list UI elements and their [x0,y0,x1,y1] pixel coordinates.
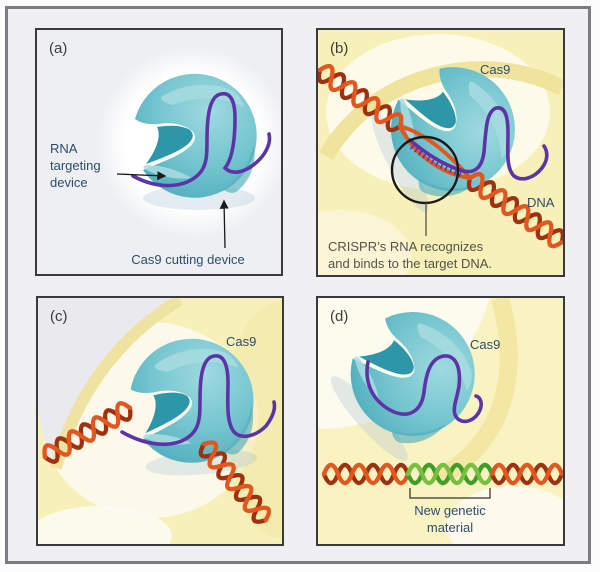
new-material-line1: New genetic [414,503,486,518]
cell-membrane [319,61,563,161]
panel-letter: (c) [50,308,68,325]
cell-region2 [38,506,172,544]
guide-rna [365,354,484,424]
new-material-label: New genetic material [380,502,520,536]
rna-arrow [116,171,167,181]
cell-region2 [447,486,563,544]
guide-rna [131,92,272,188]
panel-letter: (d) [330,308,349,325]
panel-b: (b) Cas9 DNA CRISPR’s RNA recognizes and… [316,28,565,277]
binding-caption: CRISPR’s RNA recognizes and binds to the… [328,239,548,272]
rna-targeting-label: RNA targeting device [50,140,101,191]
panel-b-illustration [318,34,563,275]
target-site-circle [390,135,460,205]
cell-region2 [318,210,412,275]
outside-cell-corner [38,298,178,468]
panel-d-illustration [318,298,563,544]
cas9-label: Cas9 [226,334,257,349]
panel-c-illustration [38,298,282,544]
panel-letter: (a) [49,40,68,57]
panel-c: (c) Cas9 [36,296,284,546]
cas9-label: Cas9 [470,337,501,352]
dna-right-segment [492,465,562,483]
rna-targeting-line2: targeting [50,158,101,173]
new-material-bracket [409,488,491,499]
cas9-arrow [219,199,229,249]
cas9-cutting-label: Cas9 cutting device [131,252,245,267]
new-material-line2: material [426,520,474,535]
guide-rna [120,354,277,446]
rna-targeting-line1: RNA [50,141,78,156]
dna-left-segment [324,465,408,483]
cell-membrane [431,298,518,488]
rna-targeting-line3: device [50,175,88,190]
dna-label: DNA [527,195,555,210]
panel-a: (a) RNA targeting device Cas9 cutting de… [35,28,283,276]
panel-a-illustration [97,46,281,249]
panel-d: (d) Cas9 New genetic material [316,296,565,546]
guide-rna [408,106,549,181]
binding-caption-line2: and binds to the target DNA. [328,255,493,271]
binding-caption-line1: CRISPR’s RNA recognizes [328,239,484,254]
panel-letter: (b) [330,40,349,57]
cas9-label: Cas9 [480,62,511,77]
